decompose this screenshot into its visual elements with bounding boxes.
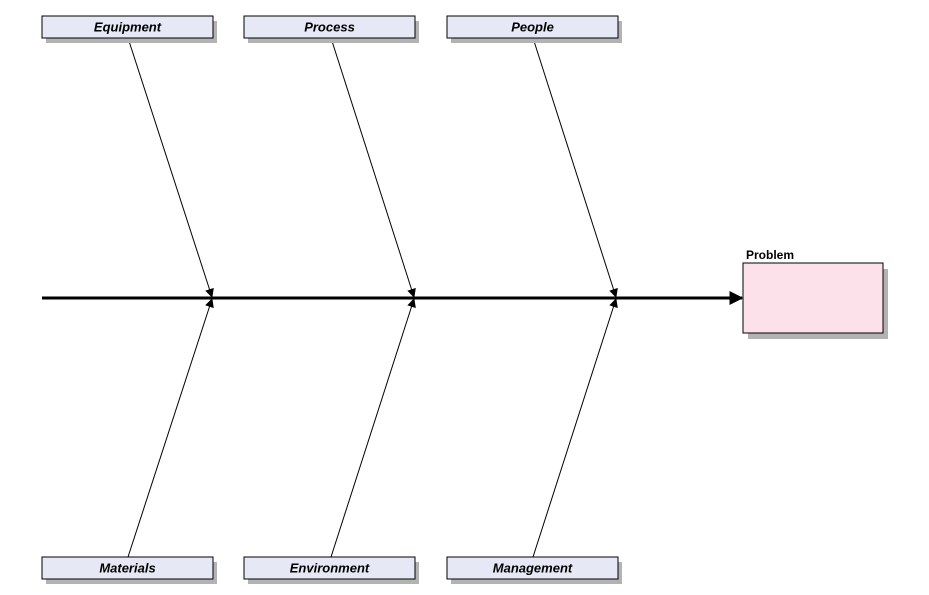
problem-label: Problem <box>746 248 794 262</box>
category-box-management: Management <box>446 556 622 584</box>
category-box-bg <box>41 15 214 39</box>
problem-box-bg <box>742 262 884 334</box>
category-label: Process <box>304 20 355 35</box>
bone-environment <box>330 298 416 558</box>
category-box-materials: Materials <box>41 556 217 584</box>
category-box-bg <box>41 556 214 580</box>
category-label: Environment <box>290 561 370 576</box>
bone-process <box>330 37 416 298</box>
problem-box: Problem <box>742 248 888 339</box>
category-label: People <box>511 20 554 35</box>
category-label: Materials <box>99 561 155 576</box>
bone-equipment <box>127 37 214 298</box>
bone-management <box>532 298 618 558</box>
category-box-bg <box>446 15 619 39</box>
category-label: Management <box>493 561 573 576</box>
category-box-people: People <box>446 15 622 43</box>
category-box-bg <box>446 556 619 580</box>
bone-materials <box>127 298 214 558</box>
bones <box>127 37 618 558</box>
bone-people <box>532 37 618 298</box>
category-box-environment: Environment <box>243 556 419 584</box>
category-box-equipment: Equipment <box>41 15 217 43</box>
category-box-bg <box>243 15 416 39</box>
category-label: Equipment <box>94 20 162 35</box>
category-box-process: Process <box>243 15 419 43</box>
category-box-bg <box>243 556 416 580</box>
